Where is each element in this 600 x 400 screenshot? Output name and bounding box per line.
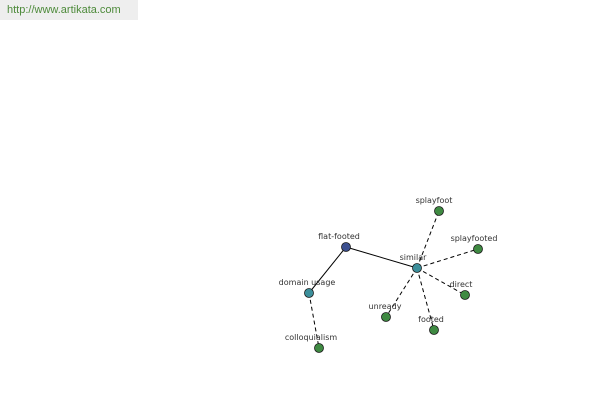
node-dot-unready[interactable]: [381, 312, 391, 322]
node-flat-footed[interactable]: flat-footed: [318, 232, 360, 252]
edge-flat-footed-domain-usage: [308, 246, 347, 294]
edge-similar-footed: [416, 267, 435, 331]
node-label-domain-usage[interactable]: domain usage: [279, 278, 336, 287]
node-unready[interactable]: unready: [369, 302, 402, 322]
node-label-unready[interactable]: unready: [369, 302, 402, 311]
edge-similar-unready: [385, 267, 418, 318]
node-splayfoot[interactable]: splayfoot: [416, 196, 453, 216]
node-dot-splayfooted[interactable]: [473, 244, 483, 254]
site-url-watermark: http://www.artikata.com: [0, 0, 138, 20]
node-dot-splayfoot[interactable]: [434, 206, 444, 216]
node-direct[interactable]: direct: [450, 280, 473, 300]
edge-domain-usage-colloquialism: [308, 292, 320, 349]
edge-similar-direct: [416, 267, 466, 296]
node-label-footed[interactable]: footed: [418, 315, 444, 324]
node-colloquialism[interactable]: colloquialism: [285, 333, 338, 353]
node-splayfooted[interactable]: splayfooted: [451, 234, 498, 254]
graph-edges: [308, 210, 479, 349]
node-similar[interactable]: similar: [400, 253, 428, 273]
node-dot-domain-usage[interactable]: [304, 288, 314, 298]
edge-similar-splayfoot: [416, 210, 440, 269]
node-label-flat-footed[interactable]: flat-footed: [318, 232, 360, 241]
node-dot-flat-footed[interactable]: [341, 242, 351, 252]
edge-flat-footed-similar: [345, 246, 418, 269]
edge-similar-splayfooted: [416, 248, 479, 269]
node-domain-usage[interactable]: domain usage: [279, 278, 336, 298]
node-dot-direct[interactable]: [460, 290, 470, 300]
node-label-splayfoot[interactable]: splayfoot: [416, 196, 453, 205]
graph-nodes: flat-footed similar domain usage colloquial…: [279, 196, 498, 353]
node-dot-colloquialism[interactable]: [314, 343, 324, 353]
node-label-colloquialism[interactable]: colloquialism: [285, 333, 338, 342]
node-dot-similar[interactable]: [412, 263, 422, 273]
node-label-direct[interactable]: direct: [450, 280, 473, 289]
node-label-splayfooted[interactable]: splayfooted: [451, 234, 498, 243]
node-dot-footed[interactable]: [429, 325, 439, 335]
node-footed[interactable]: footed: [418, 315, 444, 335]
node-label-similar[interactable]: similar: [400, 253, 428, 262]
